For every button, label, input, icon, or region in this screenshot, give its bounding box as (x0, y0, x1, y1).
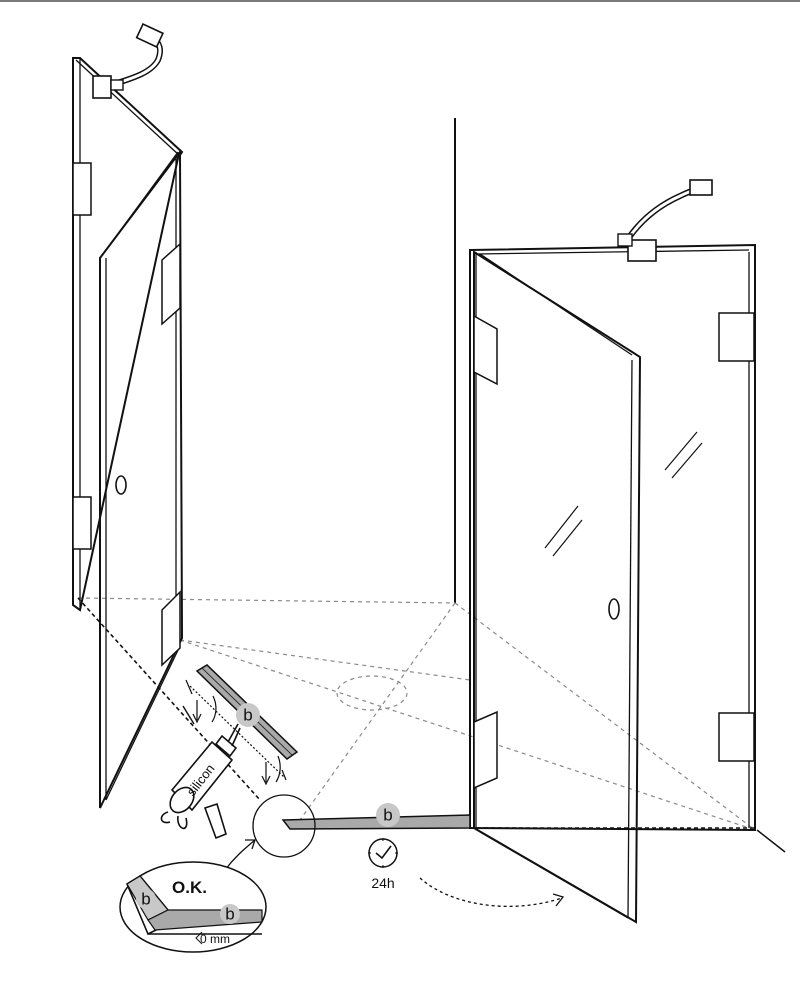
detail-label-floor: b (225, 905, 234, 924)
callout-badge-floor: b (376, 803, 400, 827)
right-shower-panel (469, 243, 756, 924)
right-door-handle-icon (608, 598, 620, 620)
callout-badge-side: b (236, 703, 260, 727)
clock-icon (368, 838, 398, 868)
detail-inset: b b O.K. 0 mm (119, 861, 267, 953)
left-door-handle-icon (115, 475, 127, 495)
left-support-bar-icon (92, 22, 164, 99)
measurement-arrows-icon (182, 679, 287, 786)
silicone-tube-icon (160, 723, 241, 840)
detail-label-side: b (141, 890, 150, 909)
door-swing-arrow-icon (419, 877, 565, 907)
right-support-bar-icon (617, 179, 713, 262)
cure-time-label: 24h (371, 875, 394, 891)
left-shower-panel (72, 57, 184, 809)
svg-text:b: b (243, 706, 252, 725)
detail-status: O.K. (172, 878, 207, 897)
floor-tray (77, 597, 756, 831)
silicone-strip-floor (281, 814, 471, 830)
svg-text:b: b (383, 806, 392, 825)
detail-gap-label: 0 mm (200, 932, 230, 946)
detail-pointer-arrow-icon (224, 839, 256, 871)
corner-focus-circle (252, 794, 316, 858)
top-border (0, 0, 800, 2)
room-corner (454, 118, 786, 853)
